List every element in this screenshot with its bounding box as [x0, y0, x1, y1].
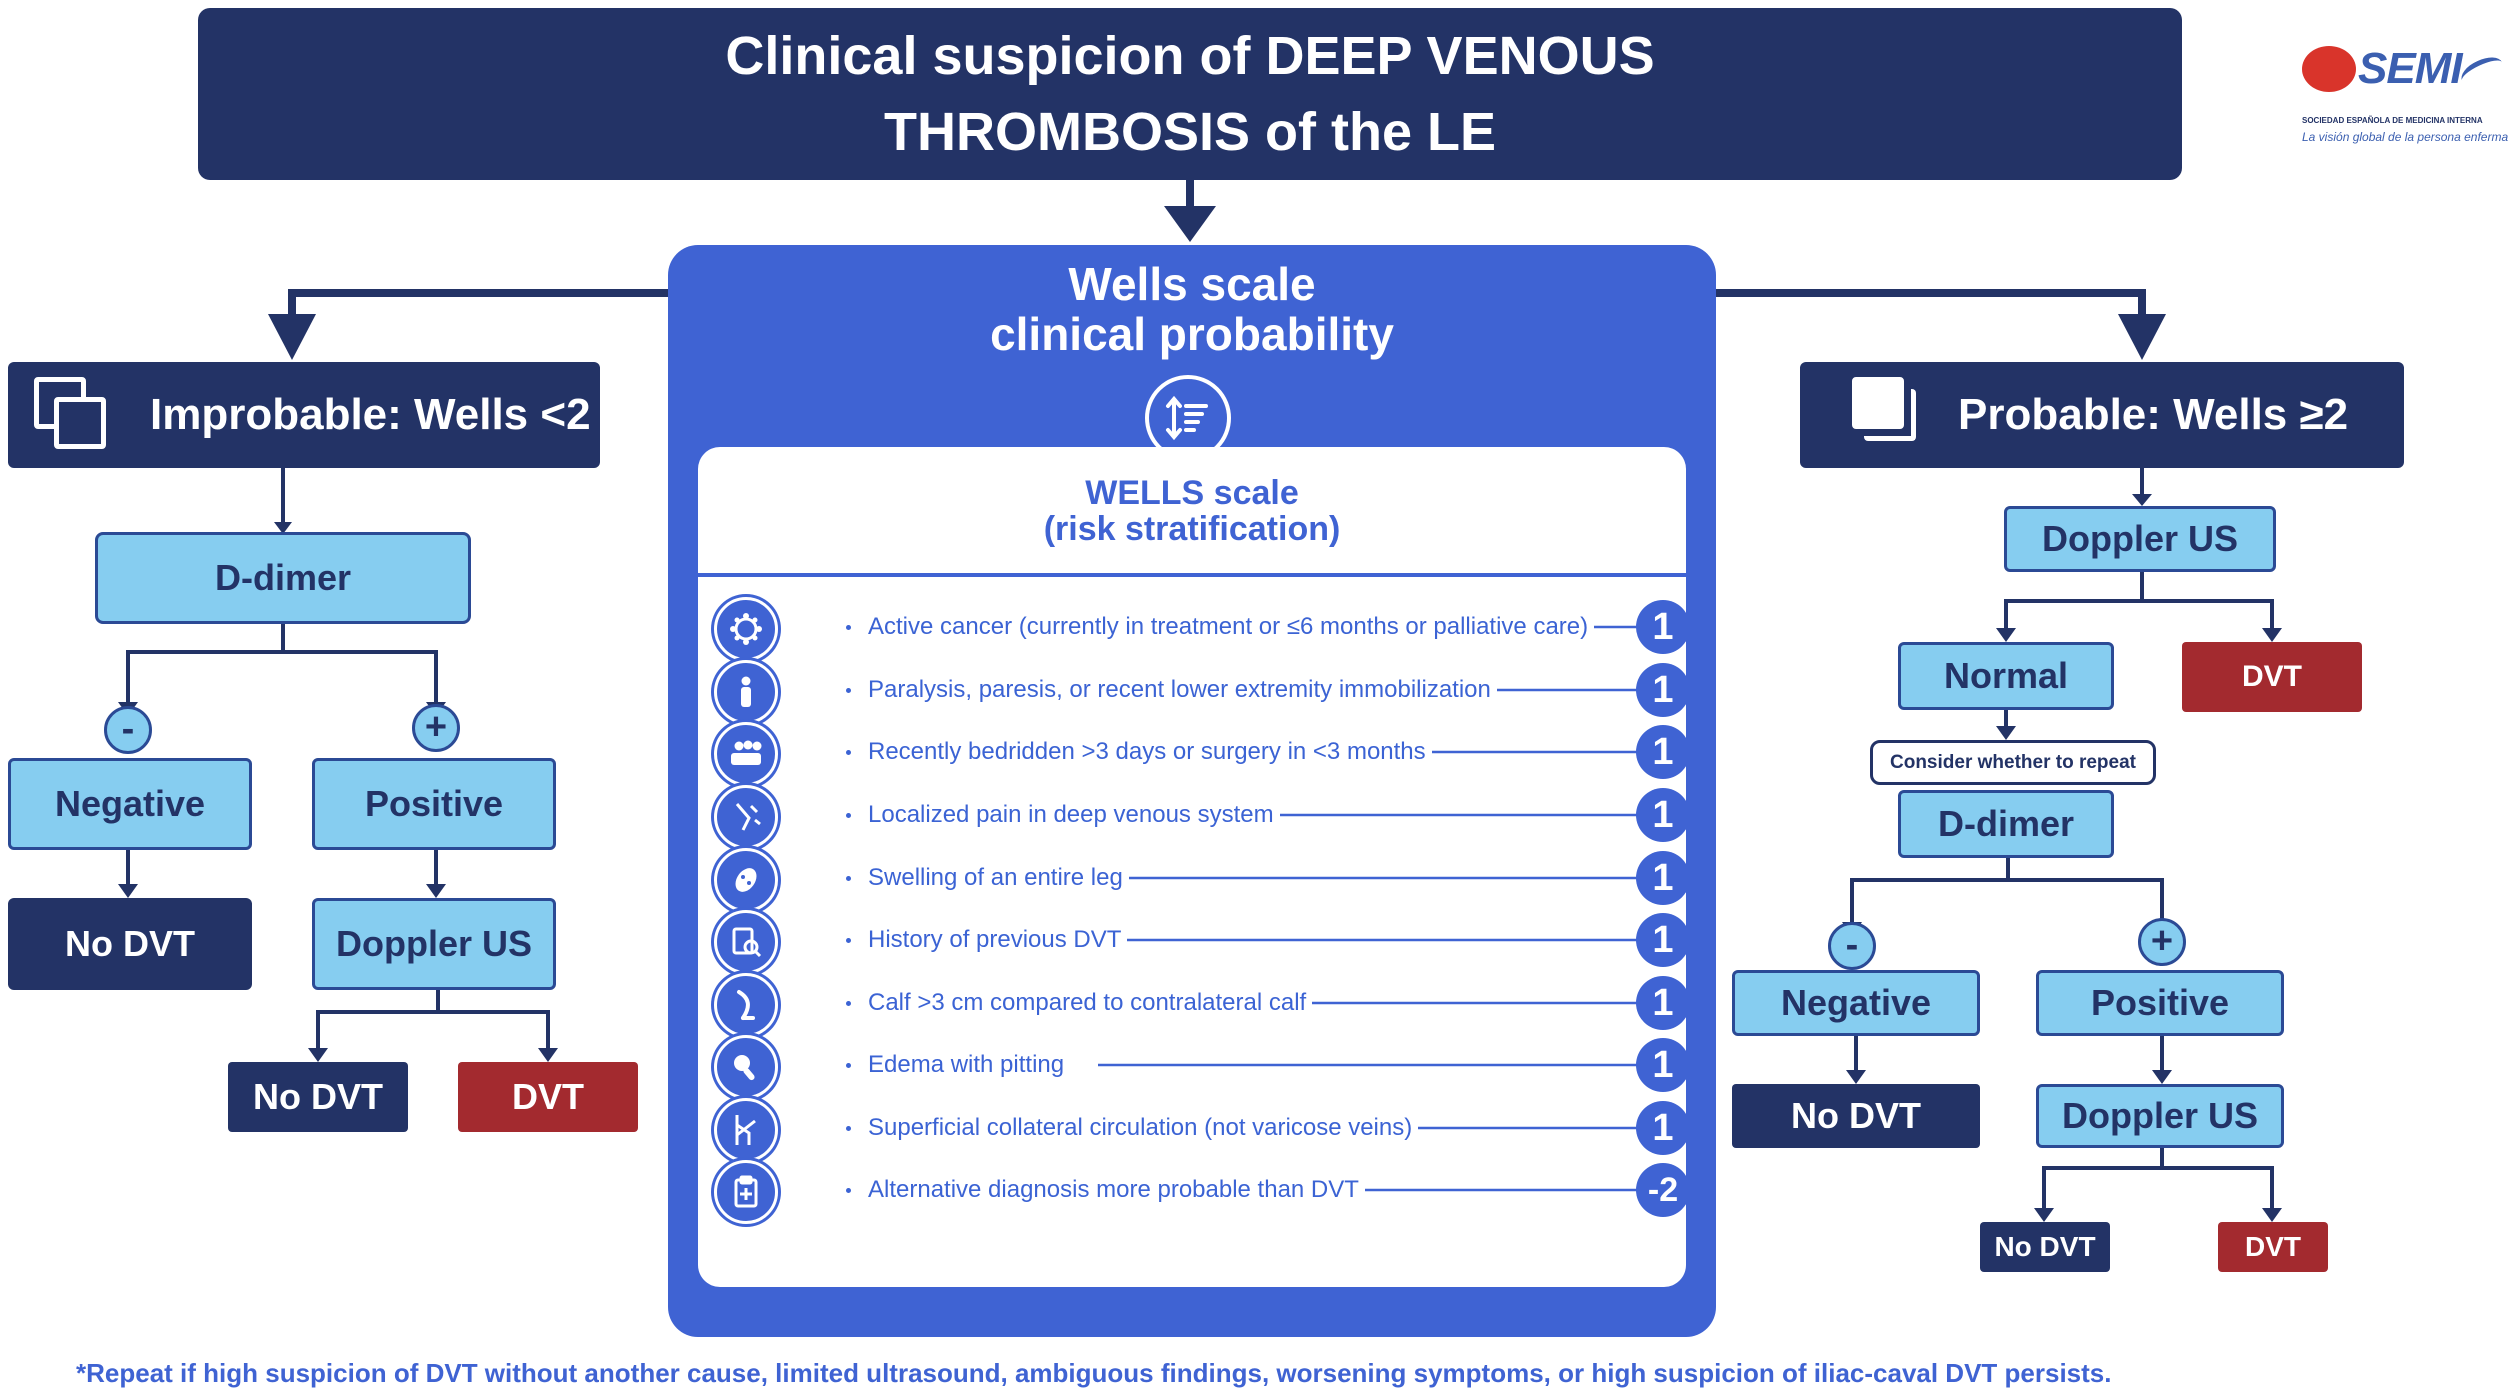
- left-ddimer-box: D-dimer: [95, 532, 471, 624]
- right-negative-box: Negative: [1732, 970, 1980, 1036]
- right-doppler-2-box: Doppler US: [2036, 1084, 2284, 1148]
- swelling-icon: [714, 848, 778, 912]
- bullet: [846, 938, 851, 943]
- probable-header: Probable: Wells ≥2: [1800, 362, 2404, 468]
- left-doppler-dvt-box: DVT: [458, 1062, 638, 1132]
- left-doppler-no-dvt-box: No DVT: [228, 1062, 408, 1132]
- wells-item-text: Swelling of an entire leg: [868, 864, 1129, 892]
- wells-item-score: 1: [1636, 976, 1686, 1030]
- left-plus-sign: +: [412, 704, 460, 752]
- wells-item-score: 1: [1636, 663, 1686, 717]
- wells-item-text: Active cancer (currently in treatment or…: [868, 613, 1595, 641]
- wells-item-text: Paralysis, paresis, or recent lower extr…: [868, 676, 1497, 704]
- cancer-cell-icon: [714, 597, 778, 661]
- right-dvt-box: DVT: [2182, 642, 2362, 712]
- header-title-line2: THROMBOSIS of the LE: [884, 102, 1496, 162]
- bullet: [846, 813, 851, 818]
- bullet: [846, 625, 851, 630]
- wells-title-line1: Wells scale: [1068, 258, 1316, 310]
- wells-item-score: 1: [1636, 1101, 1686, 1155]
- right-ddimer-box: D-dimer: [1898, 790, 2114, 858]
- wells-item-text: Alternative diagnosis more probable than…: [868, 1176, 1365, 1204]
- probable-title: Probable: Wells ≥2: [1958, 390, 2349, 439]
- right-minus-sign: -: [1828, 922, 1876, 970]
- wells-item-score: 1: [1636, 600, 1686, 654]
- footnote: *Repeat if high suspicion of DVT without…: [76, 1358, 2112, 1388]
- right-no-dvt-box: No DVT: [1732, 1084, 1980, 1148]
- right-doppler-dvt-box: DVT: [2218, 1222, 2328, 1272]
- right-doppler-box: Doppler US: [2004, 506, 2276, 572]
- bullet: [846, 1001, 851, 1006]
- sort-list-icon: [1145, 375, 1231, 461]
- right-doppler-no-dvt-box: No DVT: [1980, 1222, 2110, 1272]
- item-score-lines: [1098, 625, 1638, 1192]
- clipboard-search-icon: [714, 910, 778, 974]
- bullet: [846, 750, 851, 755]
- risk-card-title: WELLS scale (risk stratification): [698, 475, 1686, 547]
- wells-risk-card: WELLS scale (risk stratification): [698, 447, 1686, 1287]
- risk-card-title-line2: (risk stratification): [1043, 510, 1341, 548]
- bullet: [846, 1126, 851, 1131]
- logo-name: SEMI: [2358, 44, 2463, 93]
- leg-pain-icon: [714, 785, 778, 849]
- calf-icon: [714, 973, 778, 1037]
- wells-item-text: Recently bedridden >3 days or surgery in…: [868, 738, 1432, 766]
- wells-panel-title: Wells scale clinical probability: [668, 259, 1716, 359]
- right-plus-sign: +: [2138, 918, 2186, 966]
- left-no-dvt-box: No DVT: [8, 898, 252, 990]
- consider-repeat-label: Consider whether to repeat: [1870, 740, 2156, 785]
- edema-icon: [714, 1035, 778, 1099]
- veins-icon: [714, 1098, 778, 1162]
- left-negative-box: Negative: [8, 758, 252, 850]
- wells-item-text: Localized pain in deep venous system: [868, 801, 1280, 829]
- left-minus-sign: -: [104, 706, 152, 754]
- bullet: [846, 1188, 851, 1193]
- right-positive-box: Positive: [2036, 970, 2284, 1036]
- wells-item-text: Superficial collateral circulation (not …: [868, 1114, 1419, 1142]
- header-title-line1: Clinical suspicion of DEEP VENOUS: [725, 26, 1655, 86]
- logo-tagline: La visión global de la persona enferma: [2302, 130, 2508, 144]
- header-banner: Clinical suspicion of DEEP VENOUS THROMB…: [198, 8, 2182, 180]
- wells-item-score: 1: [1636, 1038, 1686, 1092]
- wells-item-text: History of previous DVT: [868, 926, 1128, 954]
- risk-card-divider: [698, 573, 1686, 577]
- wells-panel: Wells scale clinical probability WELLS s…: [668, 245, 1716, 1337]
- wells-item-score: 1: [1636, 913, 1686, 967]
- bullet: [846, 876, 851, 881]
- wells-item-score: 1: [1636, 788, 1686, 842]
- semi-logo: SEMI SOCIEDAD ESPAÑOLA DE MEDICINA INTER…: [2300, 38, 2508, 148]
- improbable-title: Improbable: Wells <2: [150, 390, 591, 439]
- wells-item-score: 1: [1636, 725, 1686, 779]
- person-icon: [714, 660, 778, 724]
- wells-title-line2: clinical probability: [990, 308, 1394, 360]
- logo-circle-icon: [2302, 46, 2356, 92]
- wells-item-score: 1: [1636, 851, 1686, 905]
- clipboard-plus-icon: [714, 1160, 778, 1224]
- improbable-header: Improbable: Wells <2: [8, 362, 600, 468]
- bullet: [846, 1063, 851, 1068]
- left-doppler-box: Doppler US: [312, 898, 556, 990]
- risk-card-title-line1: WELLS scale: [1085, 474, 1299, 512]
- logo-swoosh-icon: [2457, 51, 2507, 92]
- right-normal-box: Normal: [1898, 642, 2114, 710]
- wells-item-score: -2: [1636, 1163, 1686, 1217]
- left-positive-box: Positive: [312, 758, 556, 850]
- copy-icon: [34, 377, 110, 453]
- logo-subtitle: SOCIEDAD ESPAÑOLA DE MEDICINA INTERNA: [2302, 116, 2483, 125]
- copy-icon: [1852, 377, 1928, 453]
- wells-item-text: Edema with pitting: [868, 1051, 1071, 1079]
- sort-arrows-icon: [1166, 395, 1208, 441]
- bed-icon: [714, 722, 778, 786]
- wells-item-text: Calf >3 cm compared to contralateral cal…: [868, 989, 1313, 1017]
- bullet: [846, 688, 851, 693]
